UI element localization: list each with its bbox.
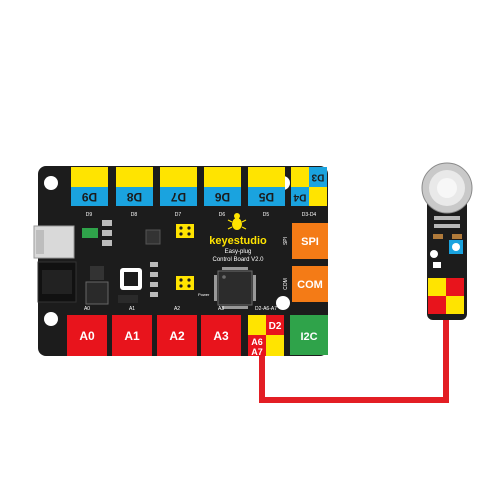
silk-label-d9: D9 <box>86 212 93 218</box>
i2c-port-label: I2C <box>300 331 317 343</box>
port-label-d9: D9 <box>82 190 98 204</box>
silk-label-a2: A2 <box>174 306 180 312</box>
com-port-label: COM <box>297 279 323 291</box>
spi-silk-label: SPI <box>283 237 289 245</box>
spi-port-label: SPI <box>301 236 319 248</box>
port-label-a3: A3 <box>213 329 229 343</box>
silk-label-d3-d4: D3-D4 <box>302 212 317 218</box>
analog-port-a2: A2 A2 <box>157 306 197 356</box>
silk-label-d2-a6-a7: D2-A6-A7 <box>255 306 277 312</box>
board-components <box>82 220 161 305</box>
dc-power-jack-icon <box>37 261 77 303</box>
port-label-a1: A1 <box>124 329 140 343</box>
port-label-a2: A2 <box>169 329 185 343</box>
digital-port-d5: D5 D5 <box>248 167 285 218</box>
silk-label-d5: D5 <box>263 212 270 218</box>
digital-port-d7: D7 D7 <box>160 167 197 218</box>
i2c-port: I2C <box>290 315 328 355</box>
analog-port-a1: A1 A1 <box>112 306 152 356</box>
control-board: D9 D9 D8 D8 D7 D7 D6 D6 D5 D5 <box>33 166 328 357</box>
port-label-d3: D3 <box>311 172 324 183</box>
port-d2-a6-a7: D2 A6 A7 D2-A6-A7 <box>248 306 284 357</box>
port-label-d8: D8 <box>127 190 143 204</box>
microcontroller-chip-icon <box>214 267 256 309</box>
port-label-d5: D5 <box>259 190 275 204</box>
com-port: COM COM <box>283 266 328 302</box>
header-pins-icon: Power <box>176 224 210 297</box>
board-model: Control Board V2.0 <box>212 257 264 263</box>
pcb-body <box>38 166 328 356</box>
silk-label-d6: D6 <box>219 212 226 218</box>
analog-port-a0: A0 A0 <box>67 306 107 356</box>
vibration-sensor-module-icon <box>421 162 473 320</box>
silk-label-power: Power <box>198 292 210 297</box>
digital-port-d9: D9 D9 <box>71 167 108 218</box>
silk-label-a0: A0 <box>84 306 90 312</box>
silk-label-d8: D8 <box>131 212 138 218</box>
com-silk-label: COM <box>283 278 289 290</box>
port-label-d4: D4 <box>293 192 306 203</box>
port-label-a6: A6 <box>251 337 263 347</box>
usb-port-icon <box>33 225 75 259</box>
silk-label-a1: A1 <box>129 306 135 312</box>
port-label-d6: D6 <box>215 190 231 204</box>
brand-name: keyestudio <box>209 235 267 247</box>
silk-label-a3: A3 <box>218 306 224 312</box>
port-label-d7: D7 <box>171 190 187 204</box>
product-name: Easy-plug <box>225 249 252 255</box>
red-connection-wire-icon <box>259 312 449 403</box>
port-label-d2: D2 <box>269 321 282 332</box>
analog-port-a3: A3 A3 <box>201 306 241 356</box>
digital-port-d6: D6 D6 <box>204 167 241 218</box>
port-label-a0: A0 <box>79 329 95 343</box>
digital-port-d8: D8 D8 <box>116 167 153 218</box>
digital-port-d3-d4: D3 D4 D3-D4 <box>291 167 327 218</box>
port-label-a7: A7 <box>251 347 263 357</box>
spi-port: SPI SPI <box>283 223 328 259</box>
keyestudio-logo-icon <box>227 213 247 230</box>
silk-label-d7: D7 <box>175 212 182 218</box>
